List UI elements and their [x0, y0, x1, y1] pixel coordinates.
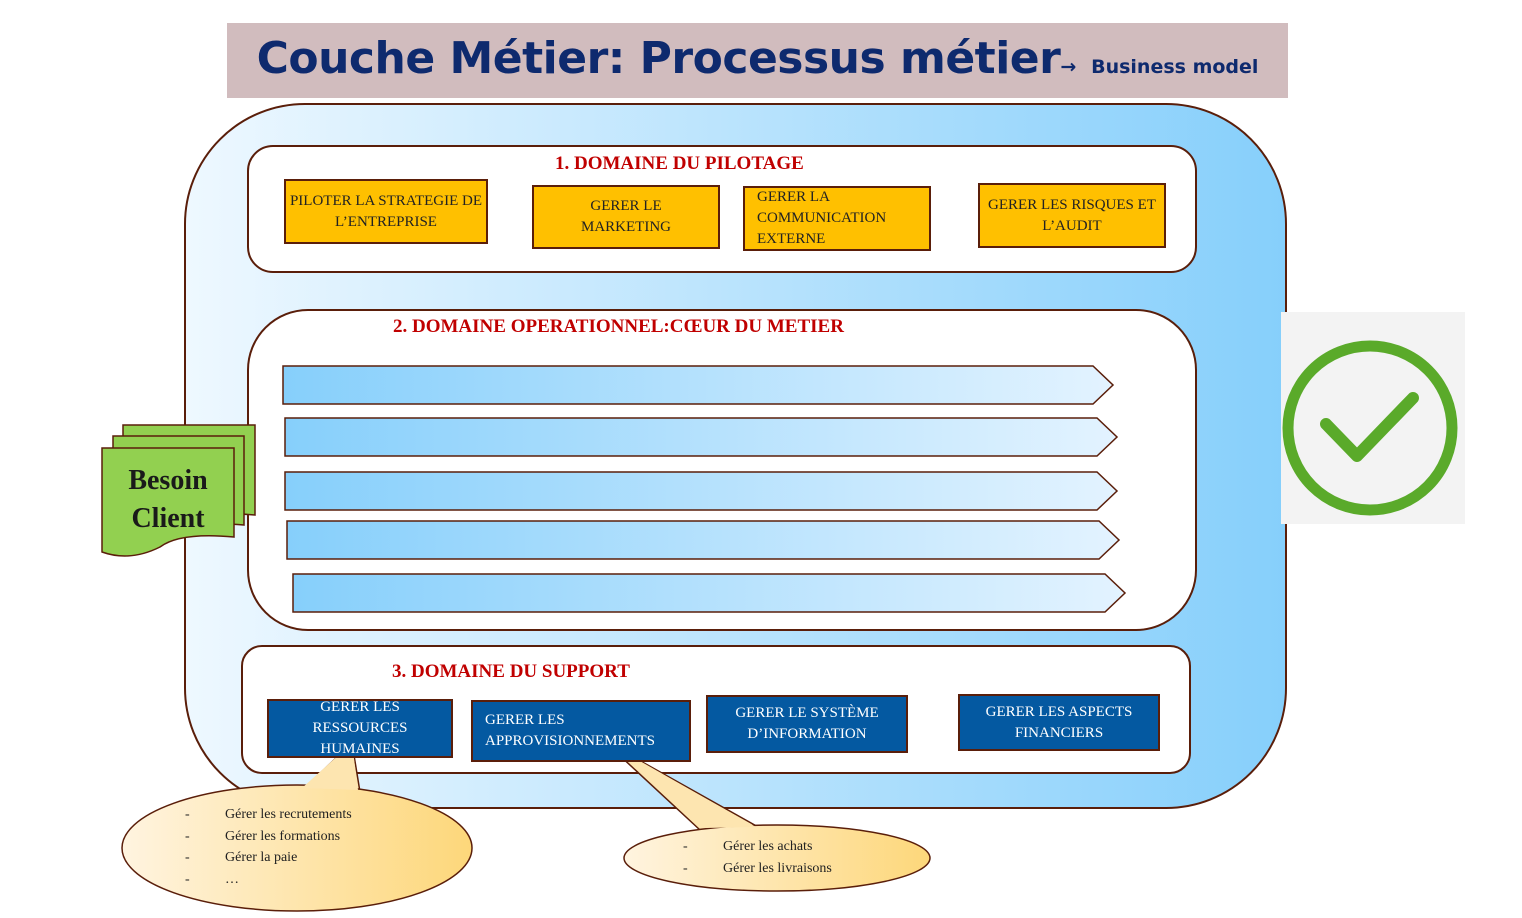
process-arrow — [284, 471, 1119, 511]
list-item: -Gérer les achats — [683, 839, 813, 854]
callout-appro-bubble — [623, 824, 931, 892]
callout-rh-list: -Gérer les recrutements -Gérer les forma… — [185, 804, 352, 890]
list-item: -Gérer la paie — [185, 850, 298, 865]
check-circle-icon — [1282, 340, 1458, 516]
process-arrow — [282, 365, 1115, 405]
list-item: -Gérer les livraisons — [683, 860, 832, 876]
support-box: GERER LES ASPECTS FINANCIERS — [958, 694, 1160, 751]
support-box: GERER LE SYSTÈME D’INFORMATION — [706, 695, 908, 753]
pilotage-title: 1. DOMAINE DU PILOTAGE — [555, 153, 804, 174]
list-item: -Gérer les formations — [185, 828, 341, 844]
besoin-client-doc-front — [101, 447, 235, 557]
besoin-line: Besoin — [128, 465, 208, 496]
besoin-client-label: Besoin Client — [102, 462, 234, 538]
title-bar: Couche Métier: Processus métier→ Busines… — [227, 23, 1288, 98]
support-title: 3. DOMAINE DU SUPPORT — [392, 661, 630, 682]
pilotage-box: GERER LA COMMUNICATION EXTERNE — [743, 186, 931, 251]
list-item: -Gérer les recrutements — [185, 807, 352, 822]
callout-appro-list: -Gérer les achats -Gérer les livraisons — [683, 836, 832, 879]
process-arrow — [286, 520, 1121, 560]
list-item: -… — [185, 871, 239, 887]
arrow-right-icon: → — [1060, 56, 1077, 78]
support-box: GERER LES APPROVISIONNEMENTS — [471, 700, 691, 762]
client-line: Client — [131, 503, 205, 534]
operationnel-title: 2. DOMAINE OPERATIONNEL:CŒUR DU METIER — [393, 316, 844, 337]
pilotage-box: GERER LES RISQUES ET L’AUDIT — [978, 183, 1166, 248]
page-subtitle: Business model — [1091, 56, 1259, 78]
pilotage-box: GERER LE MARKETING — [532, 185, 720, 249]
page-title: Couche Métier: Processus métier→ Busines… — [256, 33, 1259, 84]
process-arrow — [284, 417, 1119, 457]
process-arrow — [292, 573, 1127, 613]
callout-rh-bubble — [121, 784, 473, 912]
support-box: GERER LES RESSOURCES HUMAINES — [267, 699, 453, 758]
pilotage-box: PILOTER LA STRATEGIE DE L’ENTREPRISE — [284, 179, 488, 244]
